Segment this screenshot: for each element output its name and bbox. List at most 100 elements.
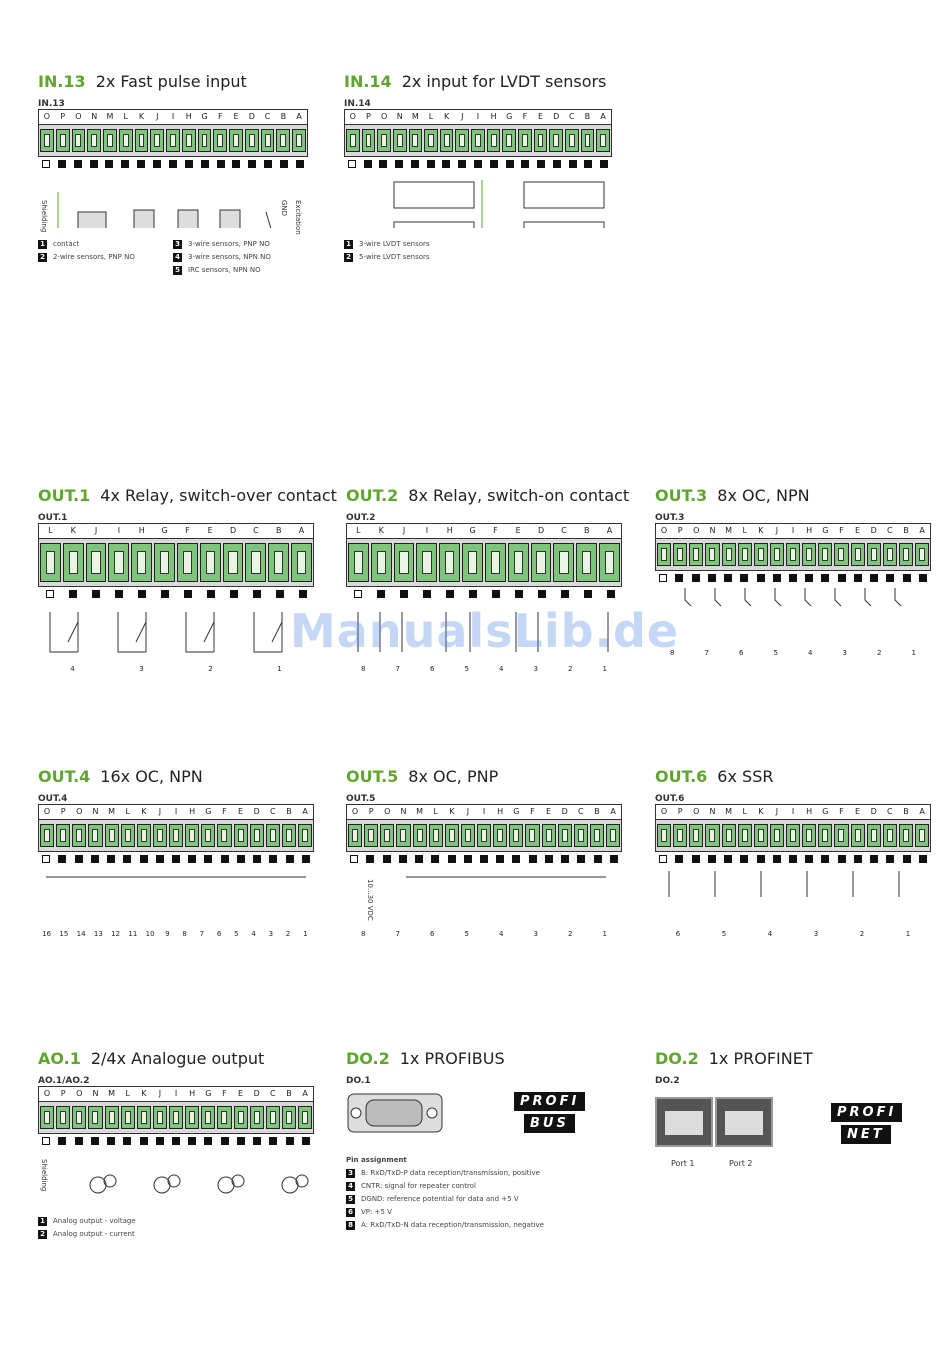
- pin-letter: H: [185, 112, 192, 121]
- pin-marker: [344, 160, 360, 170]
- pins: [39, 820, 313, 851]
- pin-marker: [38, 855, 54, 865]
- channel-number: 6: [216, 930, 222, 938]
- channel-number: 5: [464, 665, 469, 673]
- pin-letter: O: [693, 807, 700, 816]
- pin-marker: [282, 1137, 298, 1147]
- pin-marker: [606, 855, 622, 865]
- terminal-pin: [753, 824, 768, 847]
- pin-letter: C: [270, 1089, 276, 1098]
- pin-letter: F: [522, 112, 528, 121]
- channel-number: 1: [602, 930, 607, 938]
- terminal-pin: [104, 824, 119, 847]
- pin-marker: [217, 1137, 233, 1147]
- terminal-pin: [705, 543, 720, 566]
- pin-letter: K: [141, 807, 147, 816]
- pin-letter: L: [125, 807, 130, 816]
- terminal-pin: [424, 129, 438, 152]
- terminal-pin: [802, 824, 817, 847]
- pin-marker: [133, 160, 149, 170]
- terminal-pin: [55, 129, 70, 152]
- pin-marker: [119, 1137, 135, 1147]
- pin-letter: E: [238, 807, 244, 816]
- pin-letter: F: [222, 1089, 227, 1098]
- pin-marker: [130, 590, 153, 600]
- terminal-pin: [915, 824, 930, 847]
- channel-number: 1: [602, 665, 607, 673]
- pin-letter: N: [92, 807, 99, 816]
- terminal-pin: [222, 543, 244, 582]
- pin-markers: [344, 160, 612, 170]
- channel-number: 12: [111, 930, 121, 938]
- pin-marker: [882, 855, 898, 865]
- terminal-pin: [769, 824, 784, 847]
- terminal-pin: [460, 824, 475, 847]
- terminal-label: DO.2: [655, 1076, 680, 1086]
- watermark: ManualsLib.de: [290, 604, 680, 658]
- wiring-diagram: [357, 612, 609, 652]
- pin-letter: B: [903, 526, 909, 535]
- pin-marker: [720, 855, 736, 865]
- pin-marker: [492, 855, 508, 865]
- pin-letter: L: [428, 112, 434, 121]
- pin-marker: [850, 574, 866, 584]
- channel-number: 3: [268, 930, 274, 938]
- pin-letter: H: [189, 807, 196, 816]
- terminal-pin: [131, 543, 153, 582]
- pin-letter: L: [123, 112, 128, 121]
- pin-marker: [199, 590, 222, 600]
- pin-marker: [704, 855, 720, 865]
- terminal-pin: [416, 543, 438, 582]
- pin-letter: B: [286, 807, 292, 816]
- pin-marker: [596, 160, 612, 170]
- pin-letter: K: [758, 526, 764, 535]
- terminal-pin: [136, 1106, 151, 1129]
- pin-marker: [291, 590, 314, 600]
- pin-letter: A: [606, 526, 613, 535]
- pin-letter: C: [561, 526, 567, 535]
- terminal-pin: [439, 543, 461, 582]
- pin-letter: C: [264, 112, 271, 121]
- pin-letter: E: [233, 112, 239, 121]
- terminal-pin: [185, 1106, 200, 1129]
- wiring-diagram: [49, 612, 283, 653]
- terminal-pin: [576, 543, 598, 582]
- profinet-logo-sub: NET: [841, 1125, 891, 1144]
- pin-letter: E: [537, 112, 544, 121]
- pin-marker: [834, 855, 850, 865]
- pin-letter: L: [48, 526, 53, 535]
- terminal-pin: [596, 129, 610, 152]
- terminal-pin: [502, 129, 517, 152]
- terminal-pin: [244, 129, 259, 152]
- pin-letter: K: [758, 807, 764, 816]
- terminal-pin: [56, 1106, 71, 1129]
- pin-letter: O: [349, 112, 356, 121]
- pin-letter: M: [108, 807, 116, 816]
- pin-marker: [276, 160, 292, 170]
- pin-letter: A: [919, 526, 925, 535]
- channel-number: 3: [533, 930, 538, 938]
- pin-marker: [152, 855, 168, 865]
- terminal-pin: [298, 824, 313, 847]
- pin-letter: F: [839, 526, 844, 535]
- pin-marker: [427, 855, 443, 865]
- pin-letter: N: [400, 807, 407, 816]
- terminal-pin: [260, 129, 275, 152]
- terminal-pin: [380, 824, 395, 847]
- pin-letter: B: [280, 112, 287, 121]
